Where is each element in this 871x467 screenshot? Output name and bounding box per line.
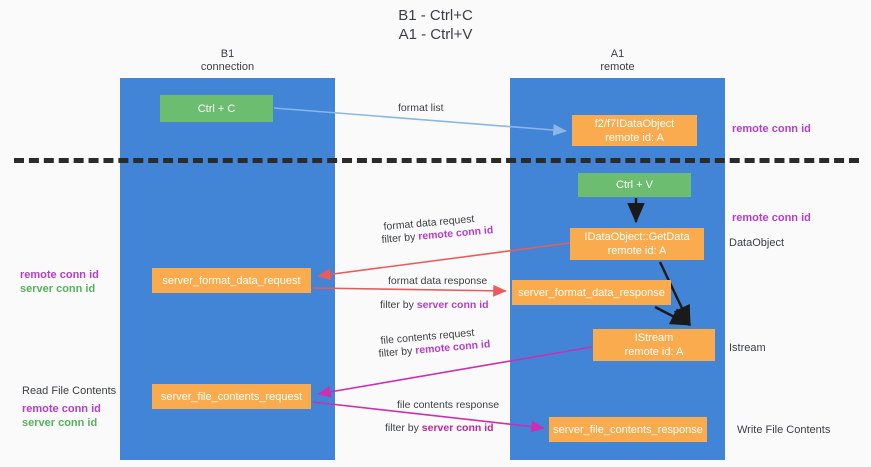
- filter-prefix: filter by: [378, 344, 416, 360]
- note-istream: Istream: [729, 342, 766, 354]
- box-server-file-contents-request[interactable]: server_file_contents_request: [152, 384, 311, 409]
- note-left-remote-conn-id-2: remote conn id: [22, 403, 101, 415]
- box-istream[interactable]: IStream remote id: A: [593, 329, 715, 361]
- arrow-format-data-response: [312, 284, 507, 297]
- note-remote-conn-id-top: remote conn id: [732, 123, 811, 135]
- lane-header-b1: B1 connection: [200, 48, 255, 73]
- box-idataobject[interactable]: f2/f7IDataObject remote id: A: [572, 115, 697, 146]
- box-server-format-data-response[interactable]: server_format_data_response: [512, 280, 671, 305]
- note-left-server-conn-id: server conn id: [20, 283, 96, 295]
- box-server-format-data-request[interactable]: server_format_data_request: [152, 268, 311, 293]
- edge-label-format-list: format list: [398, 102, 444, 114]
- box-ctrl-c[interactable]: Ctrl + C: [160, 95, 273, 122]
- lane-header-a1: A1 remote: [600, 48, 635, 73]
- filter-key-server-conn-id: server conn id: [416, 299, 489, 311]
- filter-key-server-conn-id: server conn id: [421, 422, 494, 434]
- note-read-file-contents: Read File Contents: [22, 385, 117, 397]
- note-write-file-contents: Write File Contents: [737, 424, 831, 436]
- page-title: B1 - Ctrl+C A1 - Ctrl+V: [398, 7, 473, 43]
- note-remote-conn-id-mid: remote conn id: [732, 212, 811, 224]
- edge-label-format-data-response: format data response: [388, 275, 488, 287]
- note-dataobject: DataObject: [729, 237, 785, 249]
- filter-prefix: filter by: [381, 230, 419, 246]
- edge-label-file-contents-response: file contents response: [397, 399, 500, 411]
- section-divider: [14, 158, 859, 163]
- box-ctrl-v[interactable]: Ctrl + V: [578, 173, 691, 197]
- filter-prefix: filter by: [380, 299, 417, 311]
- note-left-server-conn-id-2: server conn id: [22, 417, 98, 429]
- box-server-file-contents-response[interactable]: server_file_contents_response: [549, 417, 707, 442]
- edge-label-format-data-response-filter: filter by server conn id: [380, 298, 489, 312]
- filter-prefix: filter by: [385, 422, 422, 434]
- note-left-remote-conn-id: remote conn id: [20, 269, 99, 281]
- edge-label-file-contents-response-filter: filter by server conn id: [385, 421, 494, 435]
- box-idataobject-getdata[interactable]: IDataObject::GetData remote id: A: [570, 228, 704, 260]
